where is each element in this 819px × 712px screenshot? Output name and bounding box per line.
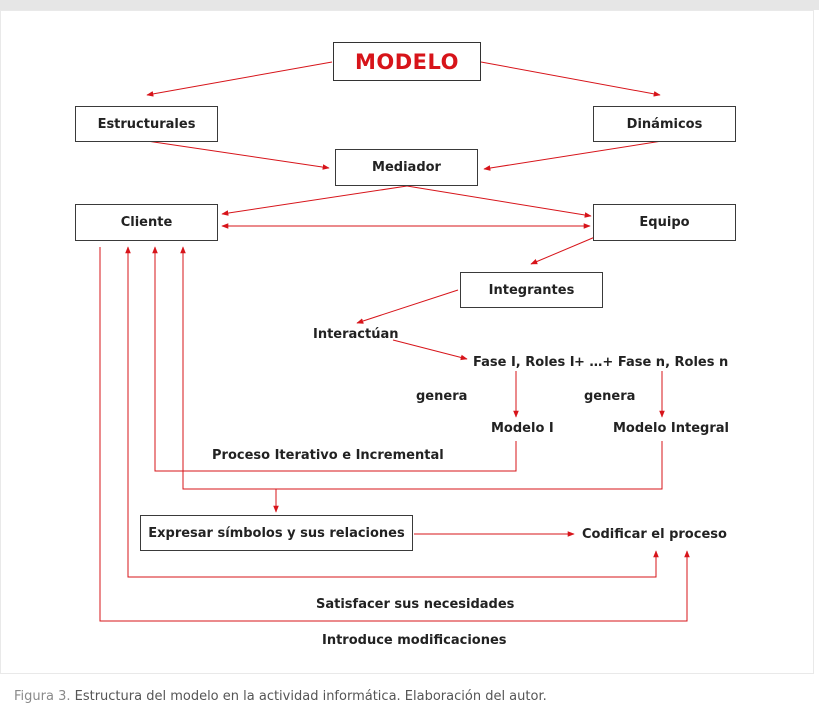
mediador-box: Mediador: [335, 149, 478, 186]
proceso-iterativo-label: Proceso Iterativo e Incremental: [212, 448, 444, 463]
fasen-label: + …+ Fase n, Roles n: [574, 355, 729, 370]
arrow-estructurales-mediador: [146, 140, 330, 170]
arrow-equipo-integrantes: [530, 236, 596, 265]
figure-label: Figura 3.: [14, 689, 71, 704]
caption-text: Estructura del modelo en la actividad in…: [70, 689, 547, 704]
integrantes-box: Integrantes: [460, 272, 603, 308]
fase1-label: Fase I, Roles I: [473, 355, 575, 370]
loop-satisfacer: [125, 246, 659, 578]
arrow-mediador-equipo: [406, 185, 592, 218]
estructurales-box: Estructurales: [75, 106, 218, 142]
top-bar: [0, 0, 819, 10]
modelo1-label: Modelo I: [491, 421, 554, 436]
dinamicos-box: Dinámicos: [593, 106, 736, 142]
introduce-label: Introduce modificaciones: [322, 633, 507, 648]
cliente-box: Cliente: [75, 204, 218, 241]
modelo-box: MODELO: [333, 42, 481, 81]
interactuan-label: Interactúan: [313, 327, 399, 342]
arrow-dinamicos-mediador: [483, 140, 663, 171]
genera-label-2: genera: [584, 389, 636, 404]
loop-introduce: [99, 247, 690, 622]
arrow-modelo-estructurales: [146, 61, 333, 97]
codificar-label: Codificar el proceso: [582, 527, 727, 542]
arrow-integrantes-interactuan: [356, 289, 459, 324]
arrow-mediador-cliente: [221, 185, 408, 216]
genera-label-1: genera: [416, 389, 468, 404]
expresar-box: Expresar símbolos y sus relaciones: [140, 515, 413, 551]
equipo-box: Equipo: [593, 204, 736, 241]
modelo-integral-label: Modelo Integral: [613, 421, 729, 436]
arrow-interactuan-fase: [392, 339, 468, 361]
satisfacer-label: Satisfacer sus necesidades: [316, 597, 515, 612]
arrow-modelo-dinamicos: [480, 61, 661, 97]
figure-caption: Figura 3. Estructura del modelo en la ac…: [14, 689, 547, 704]
